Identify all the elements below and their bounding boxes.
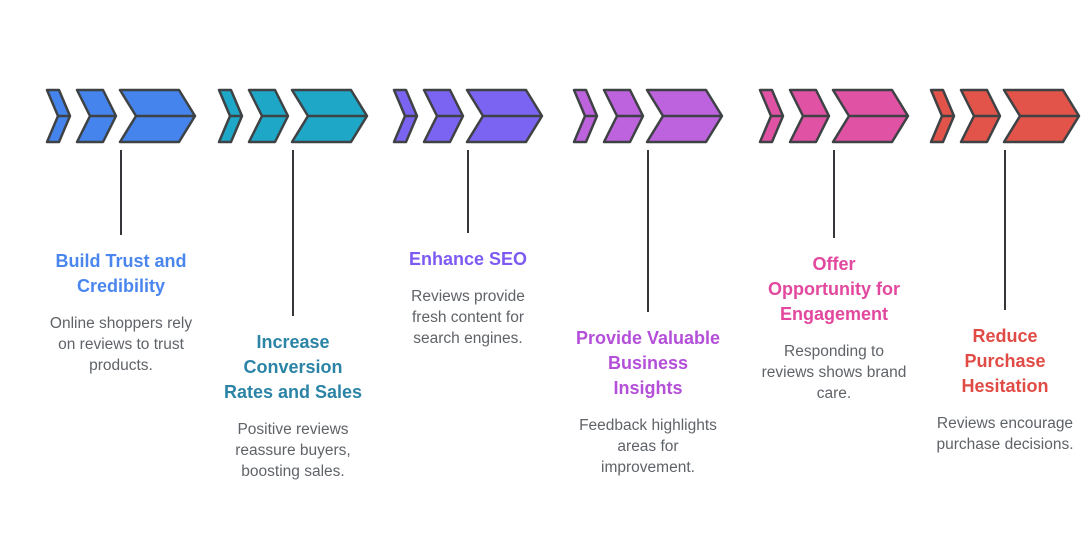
- benefit-column-conversion: Increase Conversion Rates and Sales Posi…: [206, 88, 380, 482]
- benefit-title: Enhance SEO: [408, 249, 528, 269]
- connector-line: [833, 150, 835, 238]
- connector-line: [1004, 150, 1006, 310]
- triple-chevron-icon: [45, 88, 197, 144]
- triple-chevron-icon: [929, 88, 1081, 144]
- benefit-description: Responding to reviews shows brand care.: [761, 343, 907, 402]
- benefit-title: Offer Opportunity for Engagement: [768, 254, 900, 324]
- connector-line: [467, 150, 469, 233]
- benefit-column-insights: Provide Valuable Business Insights Feedb…: [561, 88, 735, 478]
- benefit-column-seo: Enhance SEO Reviews provide fresh conten…: [381, 88, 555, 349]
- benefit-title: Build Trust and Credibility: [55, 251, 187, 296]
- benefit-column-trust: Build Trust and Credibility Online shopp…: [34, 88, 208, 376]
- benefit-description: Reviews provide fresh content for search…: [411, 288, 525, 347]
- benefit-description: Online shoppers rely on reviews to trust…: [49, 315, 193, 374]
- benefit-title: Provide Valuable Business Insights: [575, 328, 721, 398]
- benefit-title: Increase Conversion Rates and Sales: [223, 332, 363, 402]
- triple-chevron-icon: [758, 88, 910, 144]
- benefit-column-engagement: Offer Opportunity for Engagement Respond…: [747, 88, 921, 404]
- connector-line: [120, 150, 122, 235]
- connector-line: [647, 150, 649, 312]
- benefit-description: Positive reviews reassure buyers, boosti…: [235, 421, 351, 480]
- triple-chevron-icon: [392, 88, 544, 144]
- benefit-description: Reviews encourage purchase decisions.: [936, 415, 1074, 453]
- triple-chevron-icon: [572, 88, 724, 144]
- benefit-description: Feedback highlights areas for improvemen…: [579, 417, 717, 476]
- benefit-title: Reduce Purchase Hesitation: [961, 326, 1049, 396]
- benefit-column-hesitation: Reduce Purchase Hesitation Reviews encou…: [918, 88, 1092, 455]
- triple-chevron-icon: [217, 88, 369, 144]
- connector-line: [292, 150, 294, 316]
